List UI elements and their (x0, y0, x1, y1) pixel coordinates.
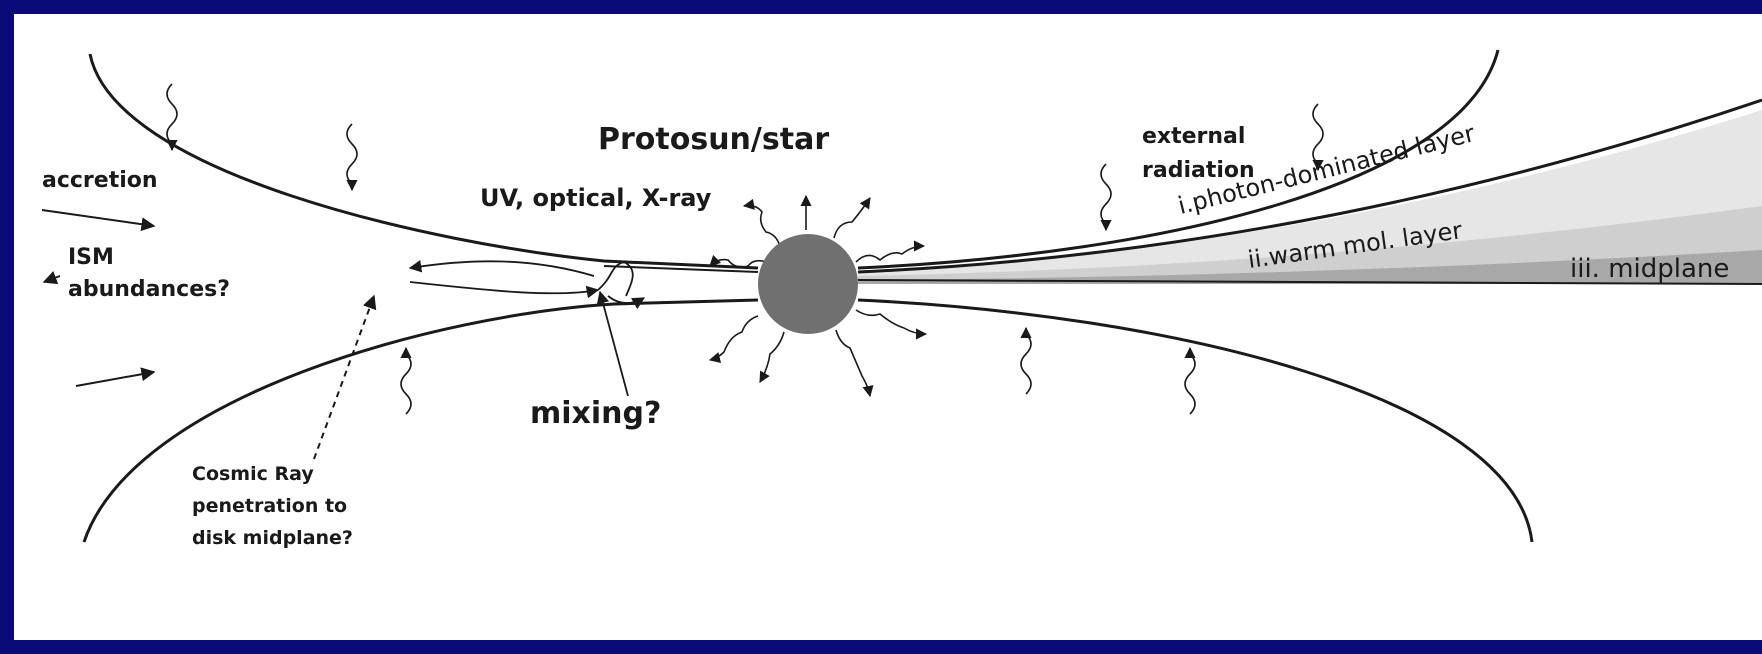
stellar-radiation-arrow (710, 316, 758, 360)
stellar-radiation-arrow (744, 206, 780, 246)
cosmic-ray-arrow (314, 296, 374, 459)
stellar-radiation-arrow (834, 198, 870, 238)
accretion-label: accretion (42, 168, 158, 193)
ism-abundances-label: ISM abundances? (68, 242, 230, 306)
external-radiation-arrow (401, 348, 411, 414)
midplane-label: iii. midplane (1570, 254, 1729, 284)
ism-abundances-line: abundances? (68, 274, 230, 306)
mixing-loop-arrow (410, 261, 594, 276)
stellar-radiation-label: UV, optical, X-ray (480, 184, 711, 212)
external-radiation-arrow (1101, 164, 1111, 230)
external-radiation-arrow (347, 124, 357, 190)
stellar-radiation-arrow (760, 332, 784, 382)
mixing-label: mixing? (530, 396, 661, 431)
mixing-loop-arrow (410, 282, 598, 293)
accretion-arrow (42, 210, 154, 226)
ism-arrow (44, 276, 60, 282)
cosmic-ray-line: penetration to (192, 490, 353, 522)
external-radiation-arrow (1185, 348, 1195, 414)
external-radiation-line: external (1142, 120, 1255, 154)
cosmic-ray-label: Cosmic Ray penetration to disk midplane? (192, 458, 353, 554)
stellar-radiation-arrow (836, 330, 870, 396)
lower-disk-surface-right (858, 300, 1532, 542)
external-radiation-arrow (1021, 328, 1031, 394)
cosmic-ray-line: Cosmic Ray (192, 458, 353, 490)
protostar-title: Protosun/star (598, 122, 829, 157)
ism-abundances-line: ISM (68, 242, 230, 274)
diagram-panel: Protosun/star UV, optical, X-ray externa… (14, 14, 1762, 640)
accretion-arrow (76, 372, 154, 386)
cosmic-ray-line: disk midplane? (192, 522, 353, 554)
external-radiation-arrow (167, 84, 177, 150)
stellar-radiation-arrow (856, 246, 924, 262)
mixing-pointer (600, 292, 628, 396)
protostar (758, 234, 858, 334)
upper-disk-surface (90, 54, 758, 268)
stellar-radiation-arrow (856, 310, 926, 334)
